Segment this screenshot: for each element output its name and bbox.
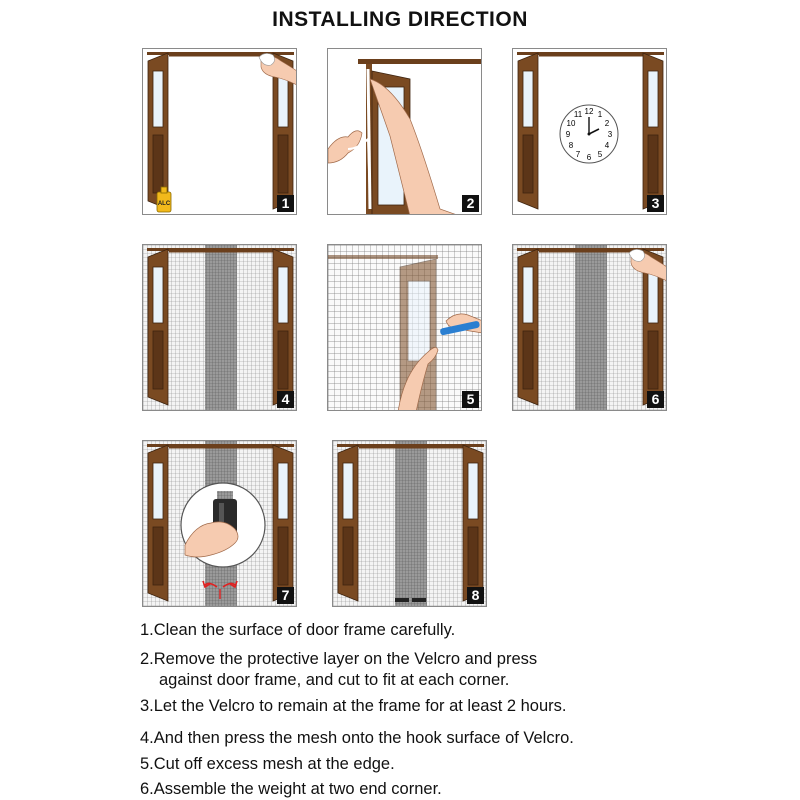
- step-6: 6.Assemble the weight at two end corner.: [140, 779, 442, 800]
- hand-press-icon: [369, 78, 456, 214]
- hand-press-mesh-icon: [398, 347, 439, 410]
- hand-peel-icon: [328, 130, 363, 164]
- step-1: 1.Clean the surface of door frame carefu…: [140, 620, 455, 641]
- clock-icon: 12 1 2 3 4 5 6 7 8 9 10 11: [559, 104, 619, 164]
- svg-text:7: 7: [576, 150, 581, 159]
- step-text: 5.Cut off excess mesh at the edge.: [140, 755, 395, 773]
- panel-number: 7: [277, 587, 294, 604]
- svg-text:3: 3: [608, 130, 613, 139]
- step-text-continued: against door frame, and cut to fit at ea…: [159, 671, 510, 689]
- step-panel-4: 4: [142, 244, 297, 411]
- step-panel-6: 6: [512, 244, 667, 411]
- arrow-left-icon: [204, 582, 218, 588]
- svg-text:1: 1: [598, 110, 603, 119]
- step-4: 4.And then press the mesh onto the hook …: [140, 728, 574, 749]
- step-text: 3.Let the Velcro to remain at the frame …: [140, 697, 567, 715]
- svg-text:4: 4: [605, 141, 610, 150]
- panel-number: 5: [462, 391, 479, 408]
- step-5: 5.Cut off excess mesh at the edge.: [140, 754, 395, 775]
- step-panel-1: ALC 1: [142, 48, 297, 215]
- svg-text:12: 12: [585, 107, 594, 116]
- step-text: 4.And then press the mesh onto the hook …: [140, 729, 574, 747]
- weight-left-icon: [395, 598, 409, 602]
- hand-assemble-icon: [184, 521, 239, 558]
- panel-number: 4: [277, 391, 294, 408]
- step-panel-5: 5: [327, 244, 482, 411]
- panel-number: 6: [647, 391, 664, 408]
- arrow-right-icon: [222, 582, 236, 588]
- svg-text:2: 2: [605, 119, 610, 128]
- step-panel-2: 2: [327, 48, 482, 215]
- svg-text:10: 10: [567, 119, 576, 128]
- step-text: 2.Remove the protective layer on the Vel…: [140, 650, 538, 668]
- step-2: 2.Remove the protective layer on the Vel…: [140, 649, 537, 691]
- page-title: INSTALLING DIRECTION: [272, 8, 528, 31]
- panel-number: 3: [647, 195, 664, 212]
- panel-number: 8: [467, 587, 484, 604]
- svg-text:5: 5: [598, 150, 603, 159]
- step-panel-3: 12 1 2 3 4 5 6 7 8 9 10 11 3: [512, 48, 667, 215]
- step-panel-7: 7: [142, 440, 297, 607]
- weight-right-icon: [412, 598, 426, 602]
- step-text: 6.Assemble the weight at two end corner.: [140, 780, 442, 798]
- magnifier-inset: [180, 482, 266, 568]
- svg-text:9: 9: [566, 130, 571, 139]
- step-text: 1.Clean the surface of door frame carefu…: [140, 621, 456, 639]
- step-panel-8: 8: [332, 440, 487, 607]
- svg-text:8: 8: [569, 141, 574, 150]
- panel-number: 1: [277, 195, 294, 212]
- cutter-knife-icon: [440, 321, 480, 336]
- svg-text:11: 11: [574, 110, 583, 119]
- panel-number: 2: [462, 195, 479, 212]
- svg-text:6: 6: [587, 153, 592, 162]
- step-3: 3.Let the Velcro to remain at the frame …: [140, 696, 566, 717]
- bottle-label: ALC: [158, 201, 171, 207]
